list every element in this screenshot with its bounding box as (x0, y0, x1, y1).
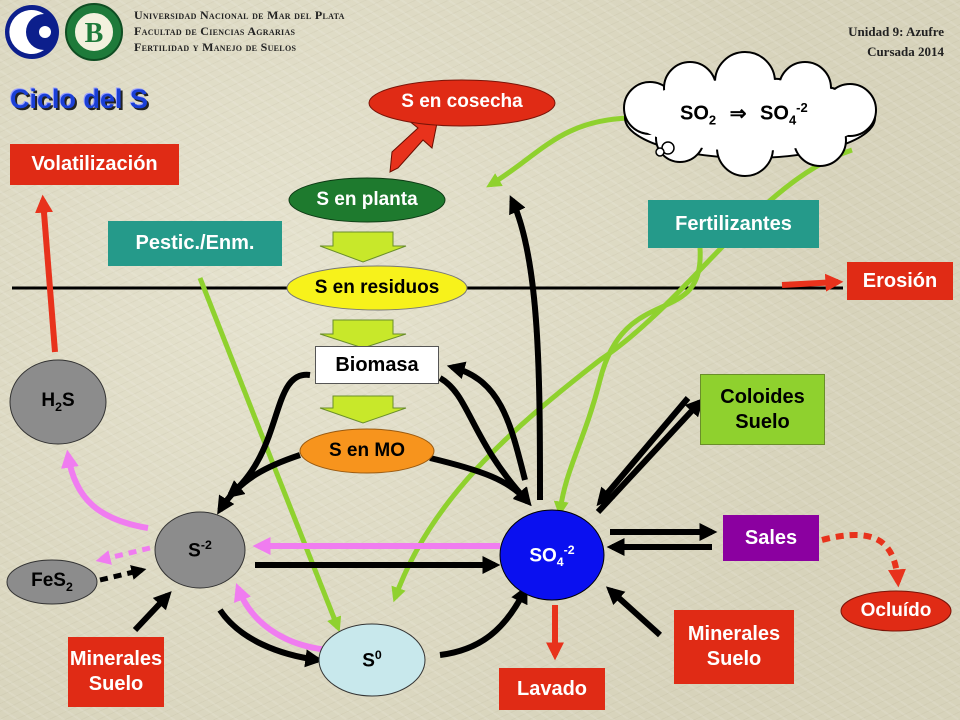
cosecha-label: S en cosecha (401, 91, 523, 112)
arrow-sulfate-to-coloides (595, 398, 704, 515)
arrow-coloides-to-sulfate (596, 396, 691, 507)
arrow-sulfide-to-fes2-pink (95, 545, 151, 565)
lavado-label: Lavado (516, 677, 588, 700)
header-year: Cursada 2014 (867, 44, 944, 59)
minerales-right-label-1: Minerales (687, 623, 781, 645)
h2s-node (9, 359, 107, 445)
arrow-right-icon: ⇒ (729, 102, 747, 125)
volatilizacion-box: Volatilización (10, 144, 179, 185)
arrow-sulfide-to-h2s (61, 449, 149, 531)
h2s-label: H2S (41, 390, 75, 414)
ocluido-label: Ocluído (860, 600, 932, 621)
biomasa-label: Biomasa (335, 353, 419, 376)
volatilizacion-label: Volatilización (31, 153, 158, 175)
arrow-sales-to-ocluido (821, 532, 906, 588)
arrow-sulfate-to-biomasa (446, 361, 528, 481)
arrow-sulfide-to-s0 (217, 608, 324, 668)
minerales-left-label-1: Minerales (69, 648, 163, 670)
minerales-left-label-2: Suelo (88, 673, 144, 695)
pestic-label: Pestic./Enm. (135, 232, 255, 254)
svg-text:B: B (85, 18, 104, 49)
faculty-seal-logo: B (65, 3, 123, 61)
minerales-left-box: Minerales Suelo (68, 637, 164, 707)
arrow-minerales-left-to-sulfide (132, 591, 172, 633)
erosion-box: Erosión (847, 262, 953, 300)
pestic-box: Pestic./Enm. (108, 221, 282, 266)
arrow-biomasa-to-sulfide (225, 371, 311, 499)
arrow-atmosphere-to-plant (486, 115, 631, 188)
coloides-label-1: Coloides (720, 385, 805, 408)
fes2-node (6, 559, 98, 605)
sulfate-node (499, 509, 605, 601)
arrow-to-volatilizacion (35, 194, 58, 353)
sulfate-label: SO4-2 (529, 543, 575, 570)
header-unit: Unidad 9: Azufre (848, 24, 944, 39)
arrow-to-erosion (781, 273, 844, 292)
atmosphere-cloud (623, 51, 877, 177)
arrow-fes2-to-sulfide-dotted (99, 565, 147, 583)
sales-label: Sales (744, 526, 798, 549)
minerales-right-label-2: Suelo (706, 648, 762, 670)
sales-box: Sales (723, 515, 819, 561)
header-course: Fertilidad y Manejo de Suelos (134, 40, 297, 54)
sulfide-node (154, 511, 246, 589)
fes2-label: FeS2 (31, 570, 73, 594)
arrow-mo-to-sulfide (217, 452, 301, 515)
arrow-to-cosecha (389, 117, 439, 173)
arrow-residuos-biomasa (319, 319, 407, 349)
sulfide-label: S-2 (188, 538, 212, 562)
fertilizantes-box: Fertilizantes (648, 200, 819, 248)
arrow-biomasa-to-sulfate (438, 375, 532, 506)
planta-label: S en planta (316, 189, 418, 210)
minerales-right-box: Minerales Suelo (674, 610, 794, 684)
arrow-mo-to-sulfate (429, 455, 532, 507)
coloides-label-2: Suelo (735, 410, 790, 433)
biomasa-box: Biomasa (315, 346, 439, 384)
arrow-s0-to-sulfide (234, 582, 329, 653)
s-en-cosecha-node (368, 79, 556, 127)
slide-title: Ciclo del S (10, 84, 149, 114)
fertilizantes-label: Fertilizantes (675, 212, 792, 235)
arrow-pestic-to-s0 (197, 277, 342, 633)
header-faculty: Facultad de Ciencias Agrarias (134, 24, 296, 38)
arrow-sulfate-to-plant (509, 195, 543, 501)
university-logo (5, 5, 59, 59)
residuos-label: S en residuos (314, 277, 440, 298)
s0-node (318, 623, 426, 697)
erosion-label: Erosión (862, 269, 938, 292)
lavado-box: Lavado (499, 668, 605, 710)
coloides-box: Coloides Suelo (700, 374, 825, 445)
s-en-mo-node (299, 428, 435, 474)
s-en-residuos-node (286, 265, 468, 311)
arrow-minerales-right-to-sulfate (605, 586, 663, 638)
s0-label: S0 (362, 648, 382, 672)
arrow-planta-residuos (319, 231, 407, 263)
s-en-planta-node (288, 177, 446, 223)
arrow-biomasa-mo (319, 395, 407, 424)
cloud-equation: SO2 ⇒ SO4-2 (680, 100, 808, 128)
mo-label: S en MO (328, 440, 405, 461)
ocluido-node (840, 590, 952, 632)
arrow-s0-to-sulfate (439, 585, 528, 658)
header-university: Universidad Nacional de Mar del Plata (134, 8, 345, 22)
